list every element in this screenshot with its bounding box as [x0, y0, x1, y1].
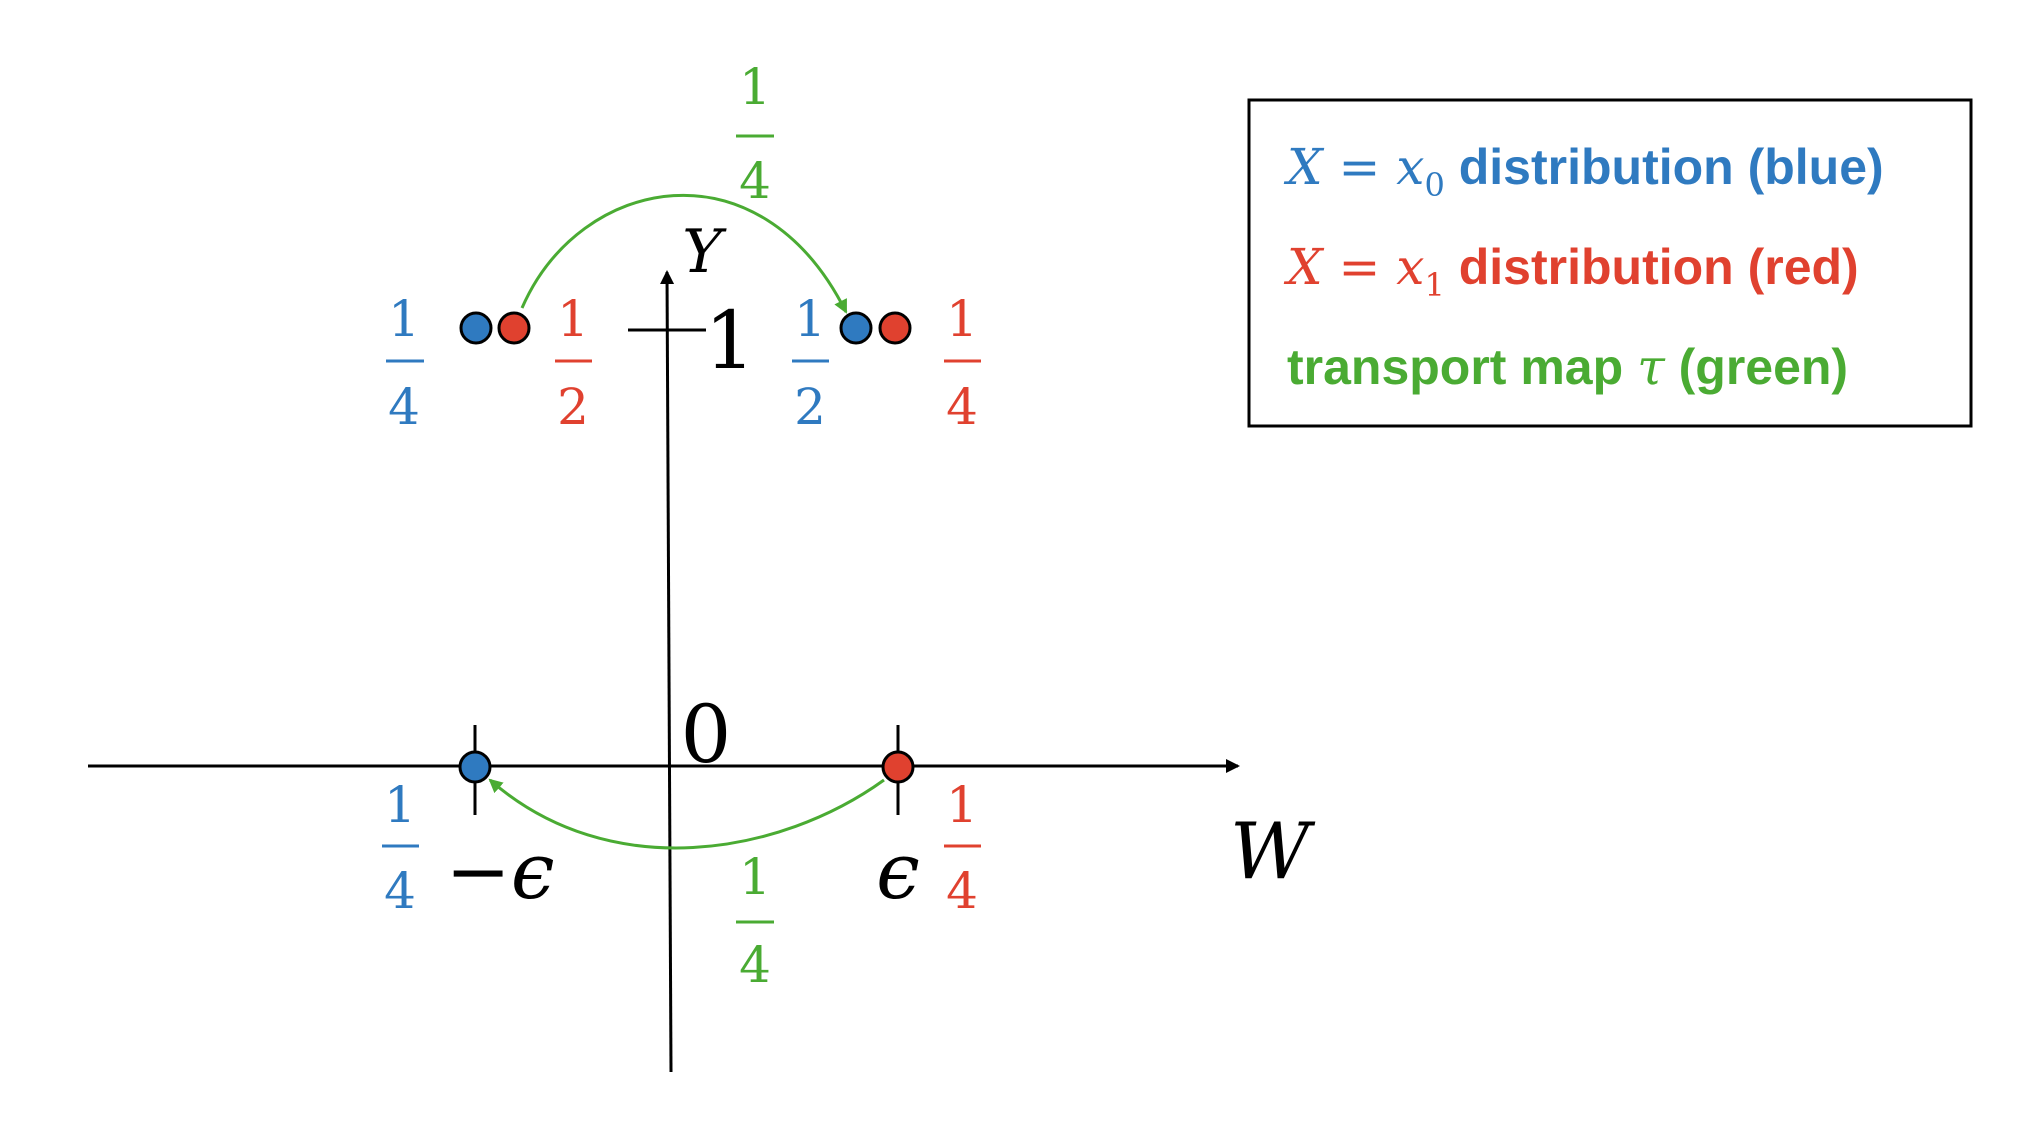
legend-blue-entry: X = x0 distribution (blue) — [1283, 138, 1884, 204]
fraction-numerator: 1 — [557, 290, 589, 348]
fraction-denominator: 2 — [557, 378, 589, 436]
fraction-numerator: 1 — [739, 58, 771, 116]
fraction-numerator: 1 — [794, 290, 826, 348]
fraction-denominator: 4 — [946, 862, 978, 920]
point-blue-bottom — [458, 750, 492, 784]
fraction-denominator: 4 — [739, 936, 771, 994]
legend-red-math-sub: 1 — [1425, 266, 1445, 304]
mass-bottom-right-red: 1 4 — [944, 776, 981, 920]
legend-red-math-x: x — [1396, 238, 1424, 296]
y-tick-one-label: 1 — [705, 294, 756, 387]
legend-green-text-post: (green) — [1665, 339, 1848, 395]
legend-blue-math-sub: 0 — [1425, 166, 1445, 204]
eps-label: ϵ — [876, 827, 920, 917]
fraction-denominator: 2 — [794, 378, 826, 436]
point-red-bottom — [881, 750, 915, 784]
fraction-numerator: 1 — [946, 776, 978, 834]
x-axis-label: W — [1230, 807, 1316, 897]
point-red-top-right — [878, 311, 912, 345]
fraction-denominator: 4 — [739, 152, 771, 210]
legend-red-math-var: X — [1283, 238, 1325, 296]
mass-bottom-left-blue: 1 4 — [382, 776, 419, 920]
fraction-denominator: 4 — [384, 862, 416, 920]
legend-green-entry: transport map τ (green) — [1287, 338, 1848, 396]
point-blue-top-right — [839, 311, 873, 345]
transport-arc-top — [520, 193, 848, 314]
transport-arc-bottom — [488, 778, 885, 850]
fraction-numerator: 1 — [384, 776, 416, 834]
mass-top-left-blue: 1 4 — [386, 290, 424, 436]
fraction-numerator: 1 — [739, 848, 771, 906]
legend-red-text: distribution (red) — [1445, 239, 1859, 295]
legend-green-text-pre: transport map — [1287, 339, 1637, 395]
origin-label: 0 — [681, 688, 732, 781]
fraction-numerator: 1 — [388, 290, 420, 348]
neg-eps-label: −ϵ — [445, 827, 554, 917]
mass-top-right-red: 1 4 — [944, 290, 981, 436]
point-blue-top-left — [459, 311, 493, 345]
fraction-denominator: 4 — [946, 378, 978, 436]
mass-transport-bottom: 1 4 — [736, 848, 774, 994]
legend-red-math-eq: = — [1323, 238, 1397, 296]
legend: X = x0 distribution (blue) X = x1 distri… — [1247, 98, 1973, 428]
y-axis — [660, 270, 675, 1073]
y-axis-label: Y — [682, 217, 727, 287]
legend-blue-math-x: x — [1396, 138, 1424, 196]
legend-blue-math-eq: = — [1323, 138, 1397, 196]
legend-blue-text: distribution (blue) — [1445, 139, 1884, 195]
legend-box — [1247, 98, 1973, 428]
mass-transport-top: 1 4 — [736, 58, 774, 210]
mass-top-left-red: 1 2 — [555, 290, 592, 436]
legend-green-tau: τ — [1637, 338, 1666, 396]
fraction-numerator: 1 — [946, 290, 978, 348]
fraction-denominator: 4 — [388, 378, 420, 436]
mass-top-right-blue: 1 2 — [792, 290, 829, 436]
legend-red-entry: X = x1 distribution (red) — [1283, 238, 1859, 304]
point-red-top-left — [497, 311, 531, 345]
legend-blue-math-var: X — [1283, 138, 1325, 196]
